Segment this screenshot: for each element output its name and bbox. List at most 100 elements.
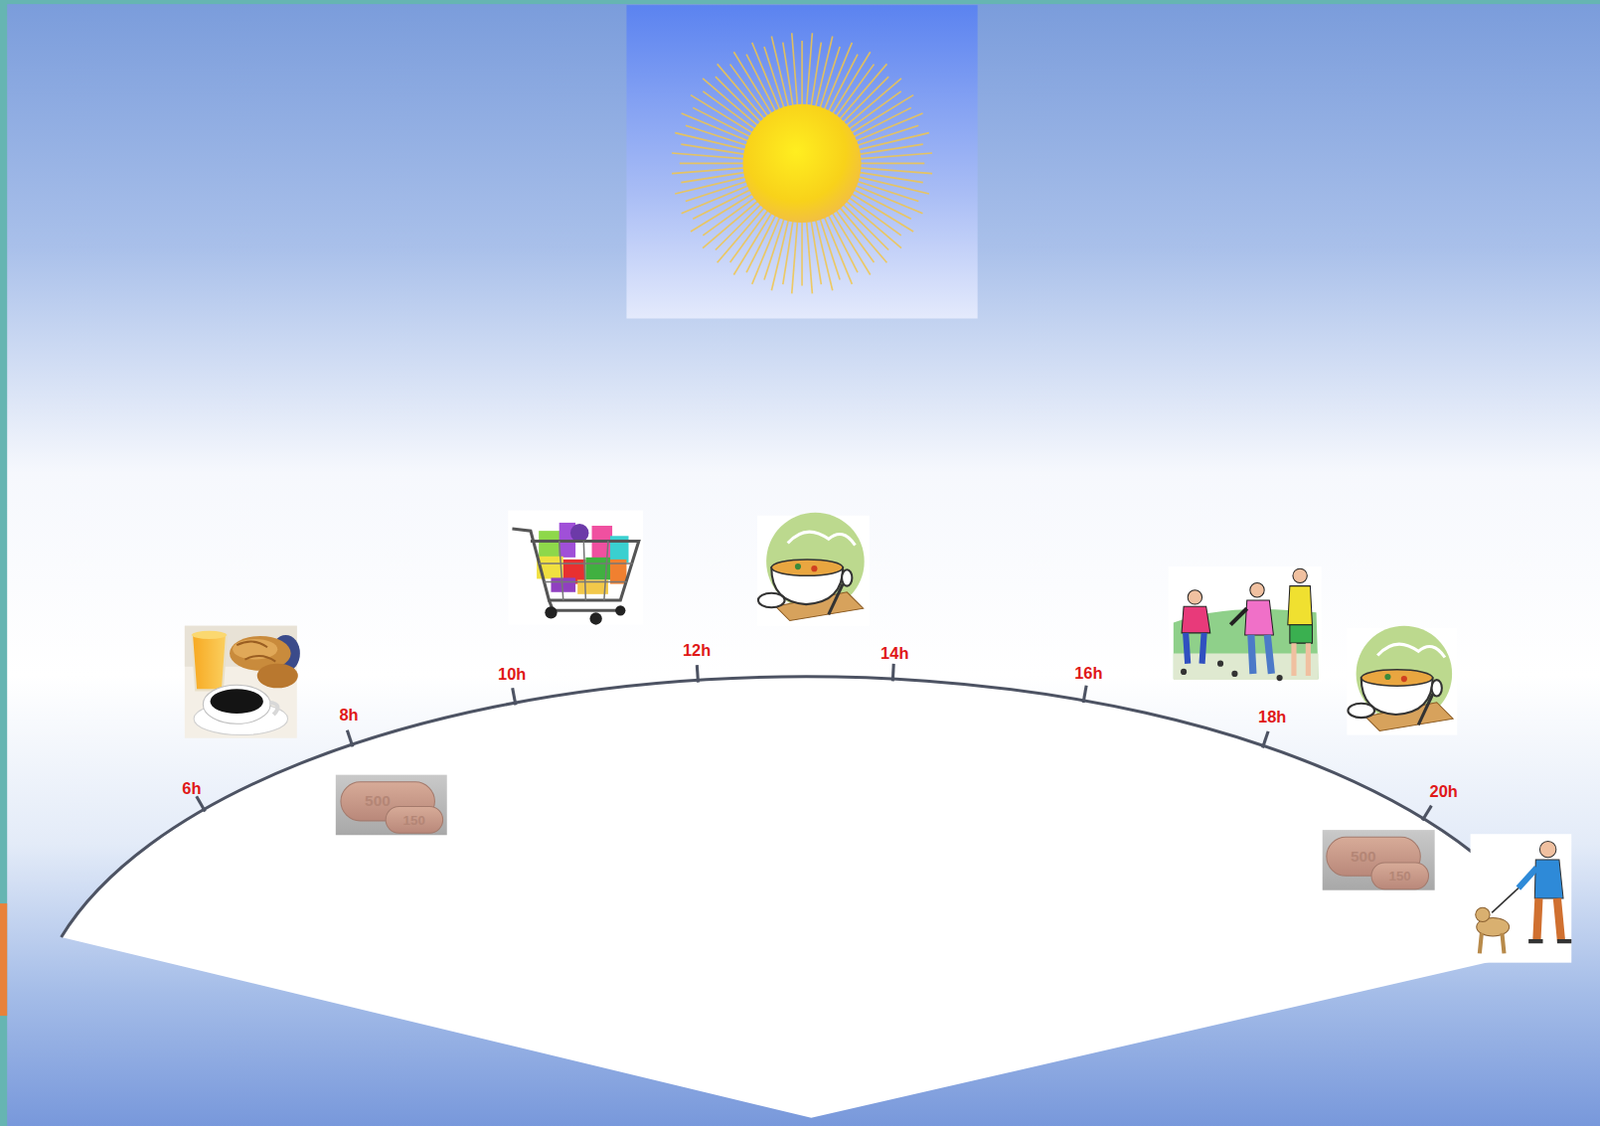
soup-picture-part [1361,669,1434,686]
hour-label: 18h [1258,709,1286,726]
sun-ray [824,208,858,273]
hour-label: 14h [880,644,909,661]
pill-imprint: 500 [1350,847,1377,863]
pill-picture [335,775,448,836]
pill-imprint: 150 [1388,869,1411,883]
sun-ray [680,170,752,182]
petanque-picture-part [1173,652,1319,680]
shopping-cart-picture-part [615,605,626,616]
soup-picture-part [810,565,817,572]
hour-label: 20h [1430,784,1458,800]
sun-ray [809,42,821,114]
dog-walk-picture-part [1539,840,1556,857]
sun-ray [800,214,803,287]
pill-picture [1322,829,1436,891]
shopping-cart-picture-part [538,540,633,601]
day-fan-part [61,676,1473,938]
sun-ray [671,166,752,173]
petanque-picture-part [1293,642,1308,676]
dog-walk-picture-part [1534,859,1564,899]
hour-tick [346,730,353,748]
pill-picture-part [1322,829,1436,891]
dog-walk-picture-part [1470,833,1573,962]
hour-label: 8h [338,707,358,724]
sun-ray [783,213,795,285]
shopping-cart-picture [507,510,643,626]
sun-ray [800,40,803,113]
soup-picture [757,512,870,627]
petanque-picture-part [1251,635,1273,674]
sun-ray [702,196,764,249]
shopping-cart-picture-part [548,600,617,611]
sun-ray [821,210,853,285]
soup-picture-part [1384,673,1391,680]
shopping-cart-picture-part [570,523,589,542]
breakfast-picture-part [257,663,299,689]
soup-picture-part [788,531,856,545]
breakfast-picture-part [236,641,276,662]
hour-tick [1263,731,1270,749]
petanque-picture-part [1277,674,1283,681]
sun-ray [813,36,833,115]
hour-tick [1083,685,1087,703]
petanque-picture-part [1250,583,1265,598]
sun-picture-part [743,104,862,223]
hour-tick [891,663,896,681]
hour-tick [512,687,516,705]
hour-tick [1422,805,1432,821]
sun-picture-part [671,32,933,294]
pill-picture-part [385,805,444,833]
dog-walk-picture-part [1491,888,1519,914]
pill-picture-part [335,775,448,836]
petanque-picture-part [1292,568,1307,583]
hour-label: 12h [682,642,711,659]
shopping-cart-picture-part [589,612,602,625]
petanque-picture-part [1287,586,1313,626]
shopping-cart-picture-part [592,525,614,561]
sun-ray [852,153,933,160]
sun-ray [834,201,887,263]
sun-ray [848,113,923,145]
petanque-picture [1168,566,1322,682]
petanque-picture-part [1180,668,1187,675]
breakfast-picture-part [269,702,278,715]
hour-label: 16h [1074,665,1103,682]
background-part [0,0,7,1126]
dog-walk-picture-part [1518,867,1537,889]
sun-ray [771,212,791,291]
pill-picture-part [1371,862,1430,890]
dog-walk-picture-part [1536,898,1562,942]
petanque-picture-part [1231,670,1238,677]
background-part [0,0,1600,4]
petanque-picture-part [1187,590,1202,605]
day-fan-part [61,676,1501,1119]
soup-picture-part [795,563,801,570]
soup-picture-part [841,569,852,586]
sun-ray [680,144,752,156]
pill-imprint: 500 [364,793,391,808]
sun-picture [626,4,977,319]
sun-ray [852,162,925,165]
hour-tick [696,664,698,682]
soup-picture [1346,626,1457,736]
breakfast-picture-part [210,688,264,714]
petanque-picture-part [1289,625,1313,643]
breakfast-picture [184,626,301,739]
dog-walk-picture [1470,833,1573,962]
sun-ray [805,214,812,295]
breakfast-picture-part [191,631,227,640]
breakfast-picture-part [202,684,271,724]
soup-picture-part [1377,643,1445,657]
sun-ray [692,186,757,220]
shopping-cart-picture-part [544,606,557,619]
sun-ray [809,213,821,285]
sun-ray [851,174,930,194]
background-part [0,903,7,1016]
sun-ray [783,42,795,114]
petanque-picture-part [1181,606,1211,634]
petanque-picture-part [1217,660,1224,667]
sun-ray [681,182,756,214]
shopping-cart-picture-part [507,510,643,626]
